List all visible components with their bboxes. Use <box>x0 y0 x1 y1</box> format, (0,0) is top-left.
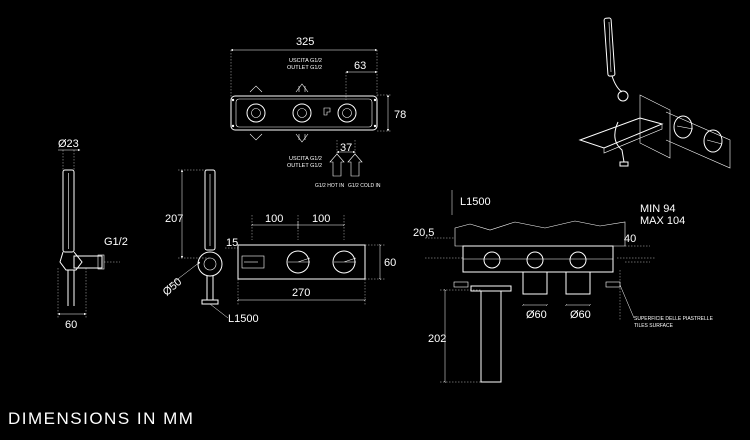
page-title: DIMENSIONS IN MM <box>8 409 194 428</box>
outlet-top-it-label: USCITA G1/2 <box>289 58 322 64</box>
outlet-bottom-it-label: USCITA G1/2 <box>289 156 322 162</box>
section-offset-label: 20,5 <box>413 227 434 239</box>
inlet-spacing-label: 37 <box>340 142 352 154</box>
side-height-label: 207 <box>165 213 183 225</box>
tiles-it-label: SUPERFICIE DELLE PIASTRELLE <box>634 316 714 322</box>
hot-in-label: G1/2 HOT IN <box>315 183 344 189</box>
front-right-offset-label: 63 <box>354 60 366 72</box>
side-view: 207 Ø50 L1500 <box>161 169 259 325</box>
section-view: L1500 MIN 94 MAX 104 20,5 40 Ø60 Ø60 2 <box>413 190 714 384</box>
body-diameter-1-label: Ø60 <box>526 309 547 321</box>
plate-width-label: 270 <box>292 287 310 299</box>
section-depth-label: 40 <box>624 233 636 245</box>
hand-shower-view: Ø23 G1/2 60 <box>57 138 128 331</box>
spout-height-label: 202 <box>428 333 446 345</box>
section-hose-label: L1500 <box>460 196 491 208</box>
front-height-label: 78 <box>394 109 406 121</box>
outlet-top-en-label: OUTLET G1/2 <box>287 65 322 71</box>
knob-diameter-label: Ø50 <box>161 276 185 299</box>
thread-label: G1/2 <box>104 236 128 248</box>
plate-spacing-right-label: 100 <box>312 213 330 225</box>
plate-thickness-label: 15 <box>226 237 238 249</box>
cold-in-label: G1/2 COLD IN <box>348 183 381 189</box>
tiles-en-label: TILES SURFACE <box>634 323 674 329</box>
outlet-bottom-en-label: OUTLET G1/2 <box>287 163 322 169</box>
section-max-label: MAX 104 <box>640 215 685 227</box>
front-view: 325 63 78 USCITA G1/2 OUTLET G1/2 USCIT <box>230 36 406 189</box>
hand-shower-diameter-label: Ø23 <box>58 138 79 150</box>
front-width-label: 325 <box>296 36 314 48</box>
isometric-view <box>578 17 731 169</box>
hand-shower-base-label: 60 <box>65 319 77 331</box>
section-min-label: MIN 94 <box>640 203 675 215</box>
plate-spacing-left-label: 100 <box>265 213 283 225</box>
plate-view: 100 100 15 60 270 <box>225 213 396 305</box>
side-hose-label: L1500 <box>228 313 259 325</box>
plate-height-label: 60 <box>384 257 396 269</box>
body-diameter-2-label: Ø60 <box>570 309 591 321</box>
